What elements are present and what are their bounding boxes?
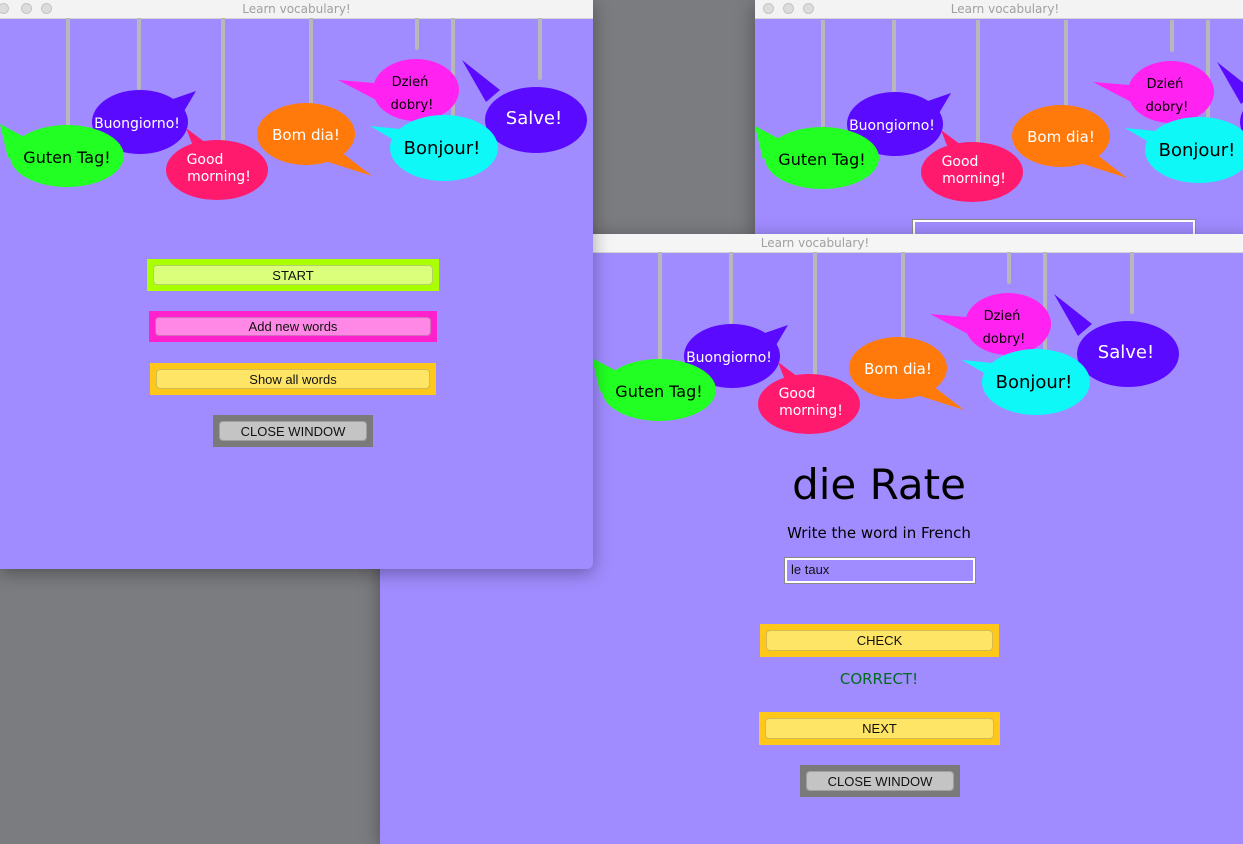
bubble-guten-tag: Guten Tag! xyxy=(592,358,716,421)
bubble-salve: Salve! xyxy=(1217,62,1243,134)
title-bar: Learn vocabulary! xyxy=(0,0,593,19)
quiz-word: die Rate xyxy=(792,460,966,509)
vocabulary-window-back: Learn vocabulary! Buongiorno! Guten Tag! xyxy=(755,0,1243,236)
greeting-bom-dia: Bom dia! xyxy=(1027,128,1095,146)
start-button[interactable]: START xyxy=(153,265,433,285)
bubble-buongiorno: Buongiorno! xyxy=(684,324,788,388)
greeting-salve: Salve! xyxy=(506,108,562,129)
greeting-bom-dia: Bom dia! xyxy=(272,126,340,144)
greeting-guten-tag: Guten Tag! xyxy=(778,150,865,169)
bubble-bom-dia: Bom dia! xyxy=(1012,105,1127,178)
minimize-window-dot[interactable] xyxy=(783,3,794,14)
bubble-good-morning: Good morning! xyxy=(758,362,860,434)
close-button-frame: CLOSE WINDOW xyxy=(800,765,960,797)
bubble-buongiorno: Buongiorno! xyxy=(92,90,196,154)
banner: Buongiorno! Guten Tag! Good morning! Bom… xyxy=(755,18,1243,215)
check-button-frame: CHECK xyxy=(760,624,999,657)
bubble-salve: Salve! xyxy=(1054,294,1179,387)
maximize-window-dot[interactable] xyxy=(803,3,814,14)
greeting-bom-dia: Bom dia! xyxy=(864,360,932,378)
greeting-bonjour: Bonjour! xyxy=(1159,140,1236,161)
greeting-dzien: Dzień xyxy=(984,309,1021,324)
window-title: Learn vocabulary! xyxy=(950,2,1060,16)
greeting-morning: morning! xyxy=(187,169,251,185)
bubble-bonjour: Bonjour! xyxy=(370,115,498,181)
greeting-buongiorno: Buongiorno! xyxy=(686,350,772,366)
answer-input[interactable]: le taux xyxy=(784,557,976,584)
next-button-frame: NEXT xyxy=(759,712,1000,745)
greeting-morning: morning! xyxy=(779,403,843,419)
add-words-button-frame: Add new words xyxy=(149,311,437,342)
feedback-text: CORRECT! xyxy=(839,670,919,688)
answer-field-partial[interactable] xyxy=(912,219,1196,236)
bubble-dzien-dobry: Dzień dobry! xyxy=(1093,61,1214,123)
greeting-guten-tag: Guten Tag! xyxy=(23,148,110,167)
greeting-guten-tag: Guten Tag! xyxy=(615,382,702,401)
greeting-bonjour: Bonjour! xyxy=(996,372,1073,393)
greeting-good: Good xyxy=(942,154,979,170)
banner-strings xyxy=(66,16,542,146)
greeting-buongiorno: Buongiorno! xyxy=(94,116,180,132)
bubble-buongiorno: Buongiorno! xyxy=(847,92,951,156)
greeting-dobry: dobry! xyxy=(983,332,1026,347)
greeting-dzien: Dzień xyxy=(392,75,429,90)
close-window-button[interactable]: CLOSE WINDOW xyxy=(219,421,367,441)
add-words-button[interactable]: Add new words xyxy=(155,317,431,336)
next-button[interactable]: NEXT xyxy=(765,718,994,739)
greeting-dobry: dobry! xyxy=(391,98,434,113)
greeting-good: Good xyxy=(779,386,816,402)
close-window-dot[interactable] xyxy=(763,3,774,14)
greeting-good: Good xyxy=(187,152,224,168)
start-button-frame: START xyxy=(147,259,439,291)
minimize-window-dot[interactable] xyxy=(21,3,32,14)
greeting-dobry: dobry! xyxy=(1146,100,1189,115)
bubble-bom-dia: Bom dia! xyxy=(257,103,372,176)
title-bar: Learn vocabulary! xyxy=(755,0,1243,19)
banner: Buongiorno! Guten Tag! Good morning! Bom… xyxy=(592,250,1192,447)
bubble-bonjour: Bonjour! xyxy=(1125,117,1243,183)
bubble-good-morning: Good morning! xyxy=(166,128,268,200)
banner: Buongiorno! Guten Tag! Good morning! Bom… xyxy=(0,16,593,213)
close-window-dot[interactable] xyxy=(0,3,9,14)
window-title: Learn vocabulary! xyxy=(242,2,351,16)
maximize-window-dot[interactable] xyxy=(41,3,52,14)
title-bar: Learn vocabulary! xyxy=(380,234,1243,253)
window-title: Learn vocabulary! xyxy=(760,236,870,250)
greeting-dzien: Dzień xyxy=(1147,77,1184,92)
bubble-good-morning: Good morning! xyxy=(921,130,1023,202)
close-button-frame: CLOSE WINDOW xyxy=(213,415,373,447)
greeting-buongiorno: Buongiorno! xyxy=(849,118,935,134)
greetings-banner: Buongiorno! Guten Tag! Good morning! Bom… xyxy=(592,250,1179,434)
greetings-banner: Buongiorno! Guten Tag! Good morning! Bom… xyxy=(0,16,587,200)
show-words-button[interactable]: Show all words xyxy=(156,369,430,389)
bubble-salve: Salve! xyxy=(462,60,587,153)
vocabulary-window-menu: Learn vocabulary! Buongiorno! Guten Tag! xyxy=(0,0,593,569)
check-button[interactable]: CHECK xyxy=(766,630,993,651)
bubble-bom-dia: Bom dia! xyxy=(849,337,964,410)
bubble-guten-tag: Guten Tag! xyxy=(0,124,124,187)
greeting-salve: Salve! xyxy=(1098,342,1154,363)
greeting-bonjour: Bonjour! xyxy=(404,138,481,159)
greetings-banner: Buongiorno! Guten Tag! Good morning! Bom… xyxy=(755,18,1243,202)
quiz-instruction: Write the word in French xyxy=(787,524,971,542)
show-words-button-frame: Show all words xyxy=(150,363,436,395)
bubble-bonjour: Bonjour! xyxy=(962,349,1090,415)
greeting-morning: morning! xyxy=(942,171,1006,187)
close-window-button[interactable]: CLOSE WINDOW xyxy=(806,771,954,791)
bubble-dzien-dobry: Dzień dobry! xyxy=(338,59,459,121)
bubble-dzien-dobry: Dzień dobry! xyxy=(930,293,1051,355)
bubble-guten-tag: Guten Tag! xyxy=(755,126,879,189)
